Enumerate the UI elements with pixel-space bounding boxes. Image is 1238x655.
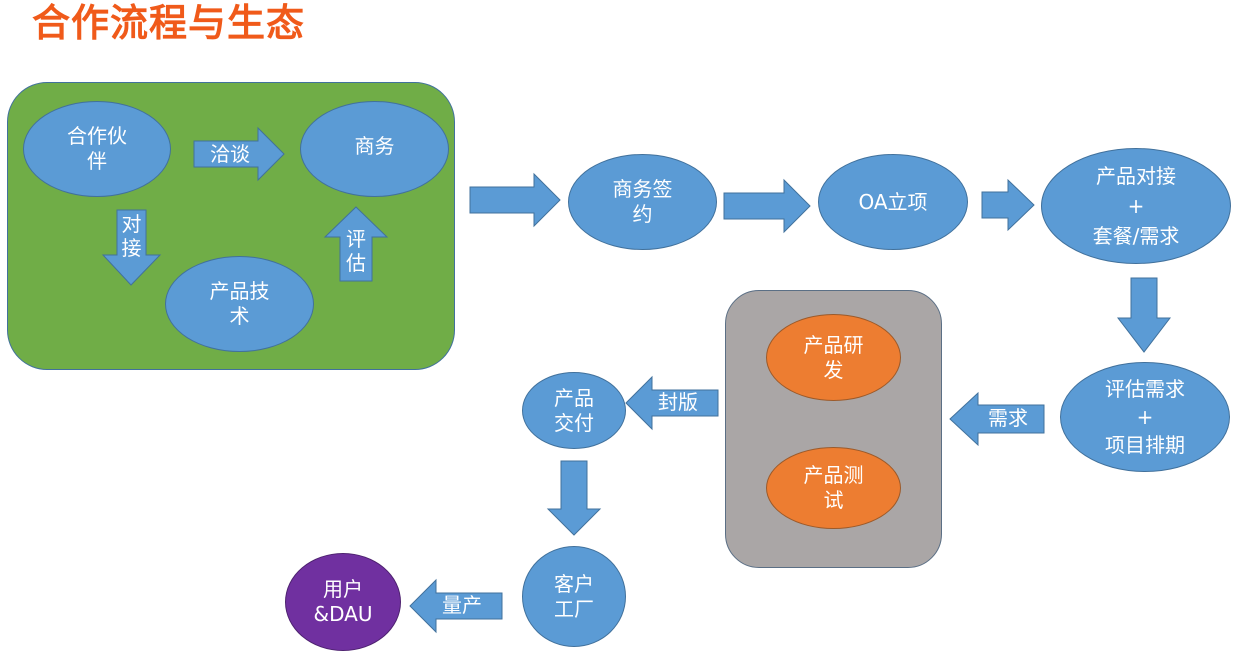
arrow-assess: 评 估	[323, 206, 389, 282]
node-evaluate-label: 评估需求 + 项目排期	[1105, 377, 1185, 457]
node-evaluate: 评估需求 + 项目排期	[1060, 362, 1230, 472]
arrow-mass-production-label: 量产	[442, 593, 482, 617]
node-product-dock: 产品对接 + 套餐/需求	[1041, 148, 1231, 264]
node-user-dau: 用户 &DAU	[285, 553, 401, 651]
node-product-test-label: 产品测 试	[803, 463, 864, 512]
left-arrow-icon	[949, 391, 1045, 447]
page-title: 合作流程与生态	[32, 1, 306, 45]
arrow-to-oa	[723, 178, 811, 234]
node-customer-factory-label: 客户 工厂	[554, 571, 594, 621]
node-oa-project: OA立项	[818, 154, 968, 250]
node-product-dev-label: 产品研 发	[803, 332, 864, 382]
left-arrow-icon	[409, 578, 503, 634]
arrow-release: 封版	[625, 375, 719, 431]
down-arrow-icon	[101, 209, 162, 286]
left-arrow-icon	[625, 375, 719, 431]
down-arrow-icon	[1116, 277, 1172, 353]
node-business-label: 商务	[354, 133, 395, 158]
arrow-requirement-label: 需求	[988, 406, 1028, 430]
right-arrow-icon	[723, 178, 811, 234]
node-product-tech: 产品技 术	[165, 256, 314, 352]
arrow-release-label: 封版	[658, 390, 698, 414]
arrow-to-business-sign	[469, 172, 561, 228]
up-arrow-icon	[323, 206, 389, 282]
node-product-tech-label: 产品技 术	[209, 279, 270, 328]
arrow-dock: 对 接	[101, 209, 162, 286]
right-arrow-icon	[981, 178, 1035, 232]
arrow-negotiate-label: 洽谈	[210, 142, 250, 166]
node-product-delivery-label: 产品 交付	[554, 385, 594, 435]
right-arrow-icon	[193, 126, 285, 182]
node-user-dau-label: 用户 &DAU	[313, 577, 373, 626]
node-customer-factory: 客户 工厂	[522, 546, 626, 647]
arrow-assess-label: 评 估	[346, 227, 366, 275]
node-oa-project-label: OA立项	[858, 189, 928, 214]
arrow-to-product-dock	[981, 178, 1035, 232]
node-product-dev: 产品研 发	[766, 314, 901, 401]
node-business-sign: 商务签 约	[568, 154, 717, 250]
node-product-delivery: 产品 交付	[522, 372, 626, 449]
node-partner: 合作伙 伴	[23, 101, 171, 197]
arrow-requirement: 需求	[949, 391, 1045, 447]
down-arrow-icon	[546, 460, 602, 536]
node-product-dock-label: 产品对接 + 套餐/需求	[1092, 164, 1180, 248]
arrow-negotiate: 洽谈	[193, 126, 285, 182]
node-business: 商务	[300, 101, 449, 197]
right-arrow-icon	[469, 172, 561, 228]
node-product-test: 产品测 试	[766, 447, 901, 529]
node-partner-label: 合作伙 伴	[67, 124, 127, 173]
node-business-sign-label: 商务签 约	[612, 177, 673, 226]
arrow-to-evaluate	[1116, 277, 1172, 353]
arrow-mass-production: 量产	[409, 578, 503, 634]
arrow-to-customer-factory	[546, 460, 602, 536]
arrow-dock-label: 对 接	[121, 212, 142, 260]
